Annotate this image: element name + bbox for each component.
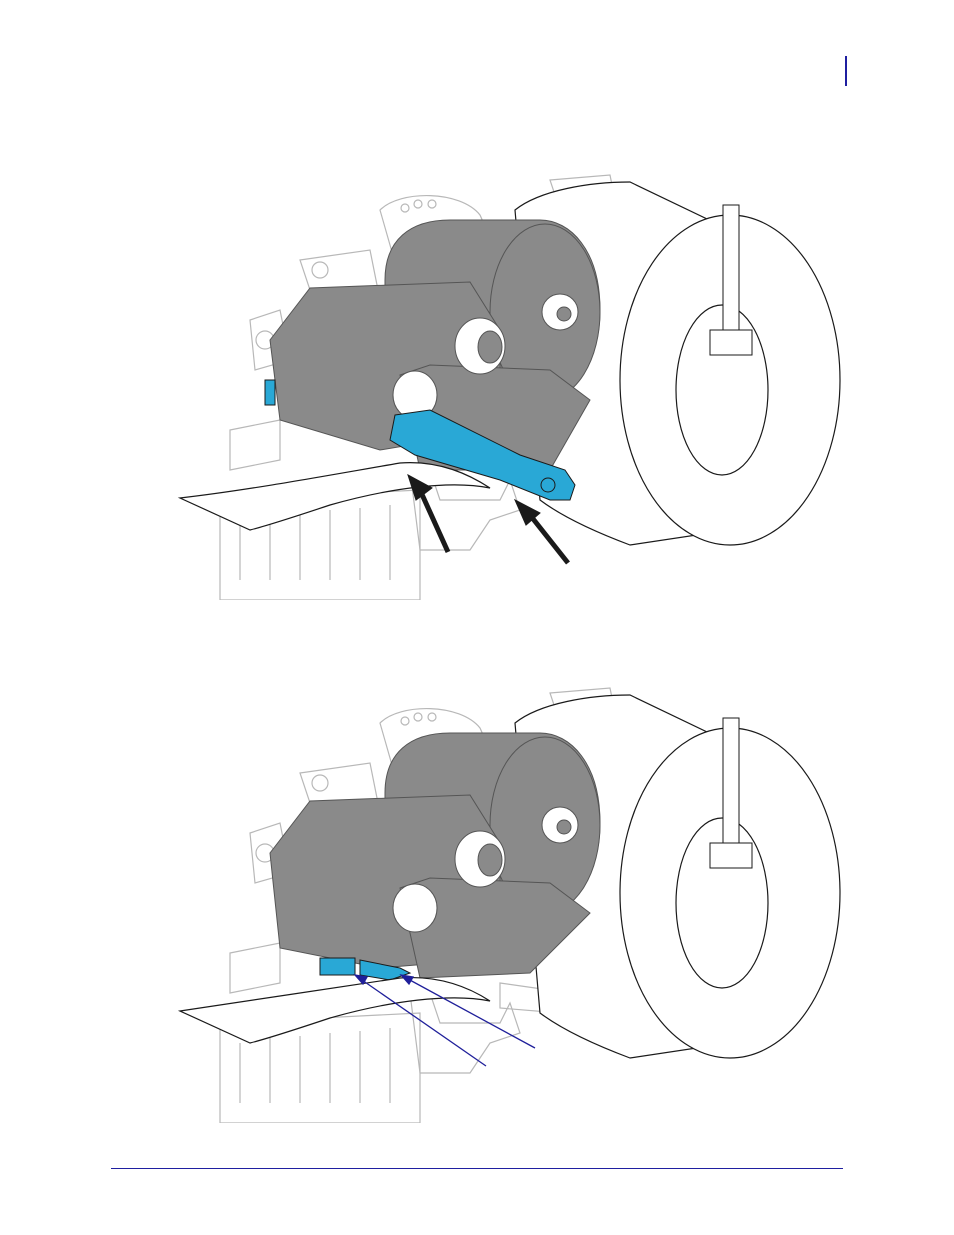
media-sheet <box>180 978 490 1043</box>
printer-svg-open <box>170 170 860 600</box>
printer-svg-closed <box>170 683 860 1123</box>
printer-illustration-open <box>170 170 860 605</box>
printer-illustration-closed <box>170 683 860 1128</box>
header-rule <box>845 56 847 86</box>
media-sheet <box>180 463 490 530</box>
footer-rule <box>111 1168 843 1169</box>
